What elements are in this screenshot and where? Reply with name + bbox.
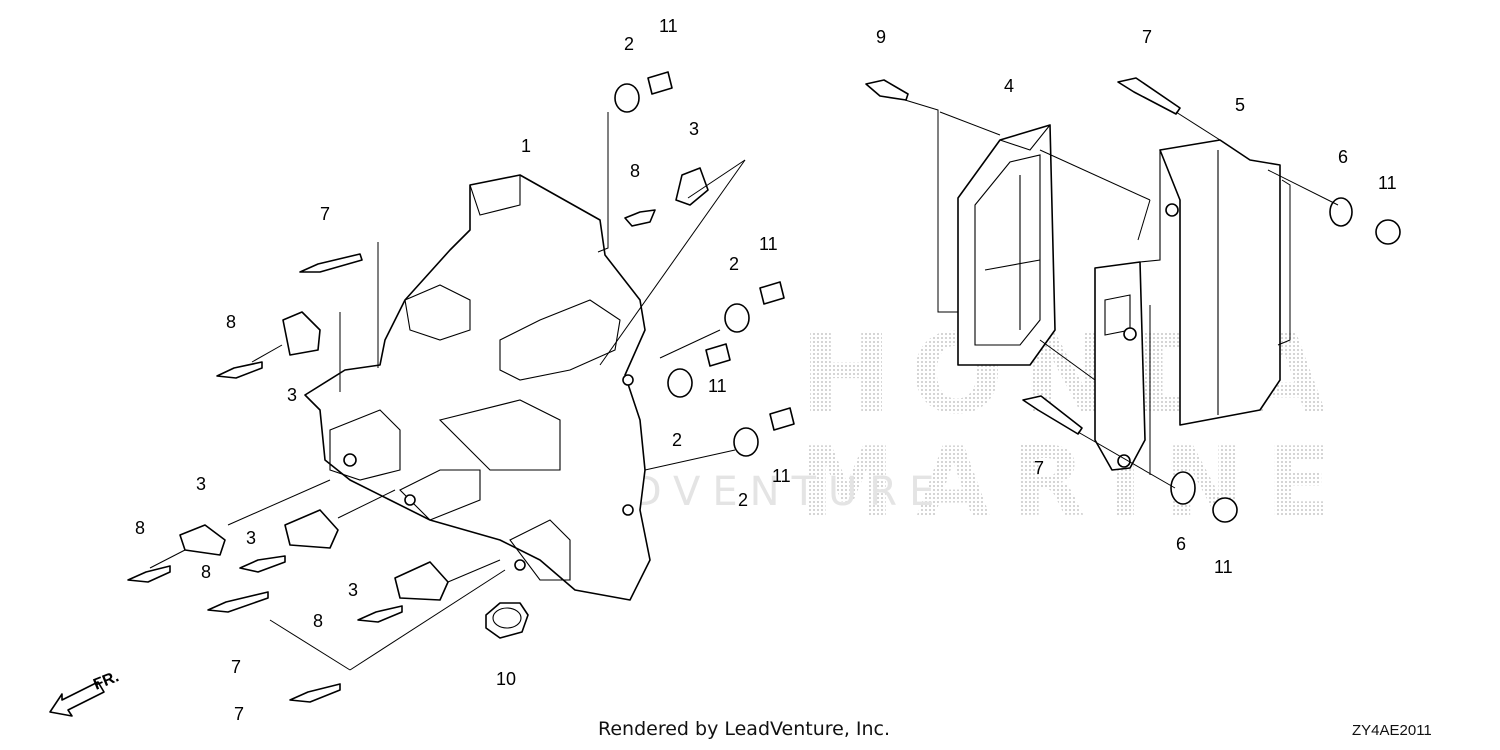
callout-3[interactable]: 3 — [689, 119, 699, 139]
clip — [675, 167, 709, 206]
callout-7[interactable]: 7 — [231, 657, 241, 677]
grommet-6-group — [1170, 197, 1353, 505]
callout-1[interactable]: 1 — [521, 136, 531, 156]
callout-7[interactable]: 7 — [234, 704, 244, 724]
control-module — [957, 124, 1056, 366]
grommet — [733, 427, 759, 457]
callout-8[interactable]: 8 — [226, 312, 236, 332]
callout-7[interactable]: 7 — [320, 204, 330, 224]
flange-bolt — [127, 565, 171, 583]
callout-11[interactable]: 11 — [759, 234, 778, 254]
callout-3[interactable]: 3 — [287, 385, 297, 405]
watermark-bottom: MARINE — [800, 428, 1353, 538]
front-direction-arrow: FR. — [49, 668, 121, 717]
callout-8[interactable]: 8 — [201, 562, 211, 582]
callout-2[interactable]: 2 — [672, 430, 682, 450]
collar — [1375, 219, 1401, 245]
bracket-housing — [304, 174, 651, 601]
collar-group — [647, 71, 1401, 523]
flange-bolt — [357, 605, 403, 623]
clip-group — [179, 167, 709, 601]
collar — [759, 281, 785, 305]
callout-6[interactable]: 6 — [1338, 147, 1348, 167]
flange-bolt — [239, 555, 286, 573]
flange-bolt — [216, 361, 263, 379]
grommet — [614, 83, 640, 113]
clip — [284, 509, 339, 549]
flange-bolt — [289, 683, 341, 703]
grommet — [1170, 471, 1196, 505]
flange-bolt — [207, 591, 269, 613]
callout-11[interactable]: 11 — [1214, 557, 1233, 577]
callout-2[interactable]: 2 — [624, 34, 634, 54]
grommet — [1329, 197, 1353, 227]
clip — [394, 561, 449, 601]
callout-6[interactable]: 6 — [1176, 534, 1186, 554]
flange-bolt — [865, 79, 909, 101]
callout-2[interactable]: 2 — [738, 490, 748, 510]
module-bracket — [1094, 139, 1281, 471]
clip — [282, 311, 321, 356]
grommet — [667, 368, 693, 398]
diagram-code: ZY4AE2011 — [1352, 722, 1432, 739]
clip — [179, 524, 226, 556]
flange-bolt — [299, 253, 363, 273]
callout-5[interactable]: 5 — [1235, 95, 1245, 115]
collar — [647, 71, 673, 95]
callout-4[interactable]: 4 — [1004, 76, 1014, 96]
footer-credit: Rendered by LeadVenture, Inc. — [598, 718, 891, 740]
callout-7[interactable]: 7 — [1034, 458, 1044, 478]
callout-7[interactable]: 7 — [1142, 27, 1152, 47]
grommet-group — [614, 83, 759, 457]
callout-10[interactable]: 10 — [496, 669, 516, 689]
callout-3[interactable]: 3 — [246, 528, 256, 548]
collar — [769, 407, 795, 431]
grommet — [724, 303, 750, 333]
callout-3[interactable]: 3 — [348, 580, 358, 600]
clamp — [485, 602, 529, 639]
callout-8[interactable]: 8 — [313, 611, 323, 631]
flange-bolt — [624, 209, 656, 227]
callout-11[interactable]: 11 — [772, 466, 791, 486]
callout-9[interactable]: 9 — [876, 27, 886, 47]
leader-lines — [149, 99, 1339, 671]
callout-11[interactable]: 11 — [659, 16, 678, 36]
callouts: 1 2 2 2 2 3 3 3 3 3 4 5 6 6 7 7 7 7 7 8 … — [135, 16, 1397, 724]
bolt-group — [127, 77, 1181, 703]
callout-11[interactable]: 11 — [1378, 173, 1397, 193]
flange-bolt — [1022, 395, 1083, 435]
collar — [1212, 497, 1238, 523]
callout-11[interactable]: 11 — [708, 376, 727, 396]
collar — [705, 343, 731, 367]
callout-3[interactable]: 3 — [196, 474, 206, 494]
direction-label: FR. — [91, 668, 121, 693]
flange-bolt — [1117, 77, 1181, 115]
callout-2[interactable]: 2 — [729, 254, 739, 274]
callout-8[interactable]: 8 — [135, 518, 145, 538]
callout-8[interactable]: 8 — [630, 161, 640, 181]
